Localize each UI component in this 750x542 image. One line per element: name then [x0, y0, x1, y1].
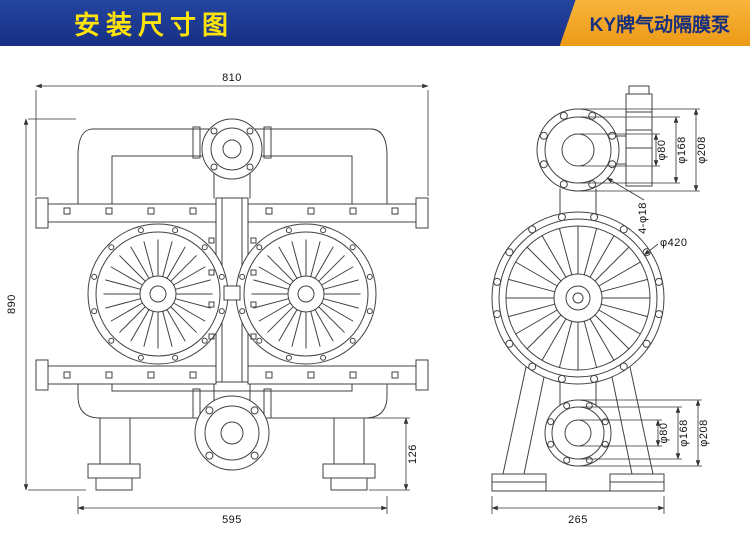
- dim-bolt-holes-label: 4-φ18: [637, 202, 649, 234]
- bottom-flange-dim-phi80: φ80: [658, 423, 670, 444]
- top-flange-dim-phi80: φ80: [656, 140, 668, 161]
- pump-front-view: [35, 118, 429, 491]
- header: 安装尺寸图 KY牌气动隔膜泵: [0, 0, 750, 46]
- side-top-port: [615, 85, 653, 187]
- installation-dimension-drawing: 810 890 595 126 265 φ80 φ168: [6, 72, 710, 526]
- pump-side-view: [491, 85, 665, 492]
- side-main-housing: [491, 211, 665, 385]
- dim-265-label: 265: [568, 514, 588, 526]
- front-center-bolts: [208, 237, 257, 340]
- dim-phi420-label: φ420: [660, 237, 688, 249]
- dimensions: 810 890 595 126 265 φ80 φ168: [6, 72, 710, 526]
- front-clamp-bands: [35, 197, 429, 391]
- front-left-chamber: [87, 223, 229, 365]
- page-title: 安装尺寸图: [74, 9, 235, 40]
- dim-126-label: 126: [407, 444, 419, 464]
- front-feet: [87, 417, 376, 491]
- side-top-flange: [536, 108, 620, 192]
- front-top-flange: [201, 118, 263, 180]
- dim-595-label: 595: [222, 514, 242, 526]
- top-flange-dim-phi168: φ168: [676, 136, 688, 164]
- front-right-chamber: [235, 223, 377, 365]
- top-flange-dim-phi208: φ208: [696, 136, 708, 164]
- side-bottom-flange: [544, 399, 612, 467]
- side-legs-base: [491, 366, 665, 492]
- brand-badge: KY牌气动隔膜泵: [559, 0, 750, 46]
- dim-890-label: 890: [6, 294, 18, 314]
- front-bottom-flange: [194, 395, 270, 471]
- bottom-flange-dim-phi168: φ168: [678, 419, 690, 447]
- dim-810-label: 810: [222, 72, 242, 84]
- bottom-flange-dim-phi208: φ208: [698, 419, 710, 447]
